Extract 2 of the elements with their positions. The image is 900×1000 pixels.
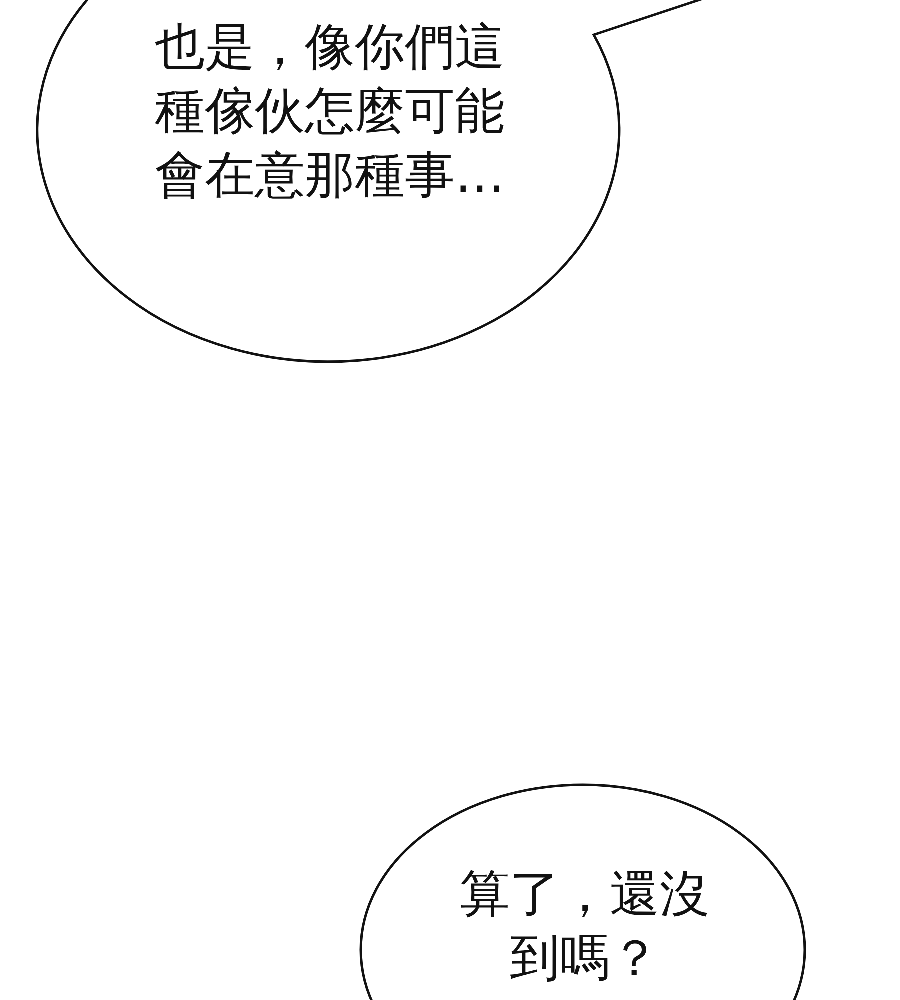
speech-text: 也是，像你們這種傢伙怎麼可能會在意那種事… bbox=[154, 17, 506, 206]
speech-text: 算了，還沒到嗎？ bbox=[459, 864, 711, 989]
